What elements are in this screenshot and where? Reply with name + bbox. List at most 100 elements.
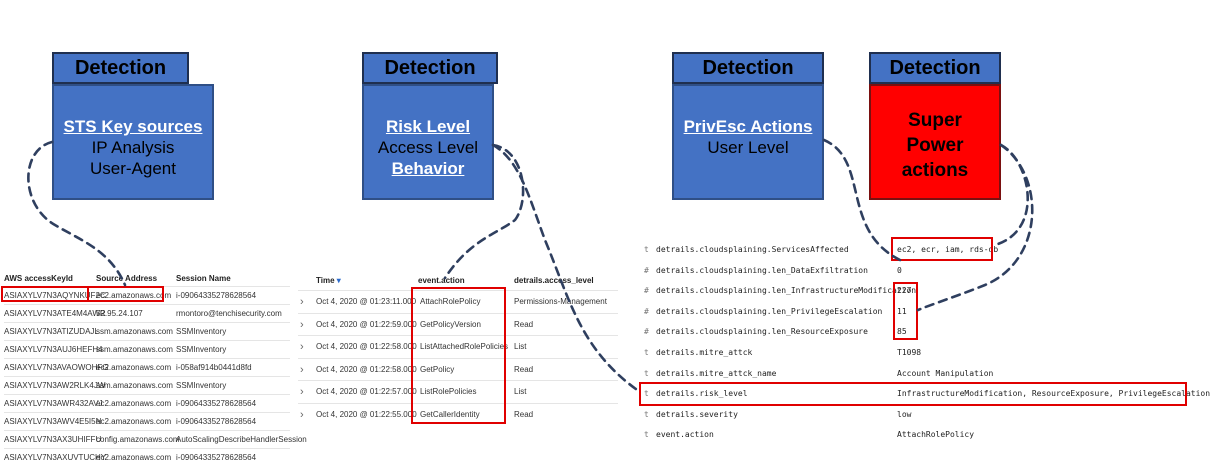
event-action-cell: GetPolicy <box>420 364 455 374</box>
access-key-table: AWS accessKeyId Source Address Session N… <box>0 270 307 462</box>
time-cell: Oct 4, 2020 @ 01:22:55.000 <box>316 409 417 419</box>
expand-chevron-icon[interactable]: › <box>300 386 304 398</box>
super-power-actions-card: Super Power actions <box>869 84 1001 200</box>
expand-chevron-icon[interactable]: › <box>300 341 304 353</box>
detail-row[interactable]: #detrails.cloudsplaining.len_DataExfiltr… <box>640 261 1195 281</box>
privesc-actions-card: PrivEsc Actions User Level <box>672 84 824 200</box>
sts-key-sources-link[interactable]: STS Key sources <box>63 117 203 136</box>
time-cell: Oct 4, 2020 @ 01:22:57.000 <box>316 387 417 396</box>
detail-field-name: detrails.mitre_attck <box>656 348 753 357</box>
header-access-level[interactable]: detrails.access_level <box>514 276 594 285</box>
session-name-cell: SSMInventory <box>176 381 227 390</box>
field-type-icon: # <box>644 327 649 337</box>
access-key-cell: ASIAXYLV7N3AX3UHIFFU <box>4 435 102 444</box>
source-address-cell: config.amazonaws.com <box>96 435 180 444</box>
field-type-icon: t <box>644 245 649 254</box>
session-name-cell: i-09064335278628564 <box>176 417 257 426</box>
detail-field-name: detrails.cloudsplaining.ServicesAffected <box>656 245 849 254</box>
services-affected-highlight <box>891 237 993 261</box>
detection-header-2: Detection <box>362 52 498 84</box>
sts-key-sources-card: STS Key sources IP Analysis User-Agent <box>52 84 214 200</box>
access-key-cell: ASIAXYLV7N3AXUVTUCHY <box>4 453 107 462</box>
access-key-cell: ASIAXYLV7N3AQYNKUF2C <box>4 291 106 300</box>
field-type-icon: t <box>644 430 649 440</box>
field-type-icon: # <box>644 286 649 296</box>
source-address-cell: 52.95.24.107 <box>96 309 143 318</box>
expand-chevron-icon[interactable]: › <box>300 363 304 376</box>
detail-row[interactable]: #detrails.cloudsplaining.len_Infrastruct… <box>640 281 1195 301</box>
detail-field-value: low <box>897 409 912 419</box>
field-type-icon: t <box>644 389 649 399</box>
event-action-cell: GetCallerIdentity <box>420 409 480 419</box>
field-type-icon: # <box>644 306 649 316</box>
expand-chevron-icon[interactable]: › <box>300 408 304 421</box>
privesc-actions-link[interactable]: PrivEsc Actions <box>683 117 813 136</box>
sort-down-icon[interactable]: ▾ <box>336 276 341 285</box>
risk-level-link[interactable]: Risk Level <box>385 117 471 136</box>
detail-row[interactable]: # detrails.cloudsplaining.len_ResourceExp… <box>640 322 1195 342</box>
access-level-label: Access Level <box>377 138 479 157</box>
header-session-name[interactable]: Session Name <box>176 274 231 283</box>
source-address-cell: ec2.amazonaws.com <box>96 291 172 300</box>
expand-chevron-icon[interactable]: › <box>300 296 304 308</box>
super-label: Super <box>908 110 962 131</box>
time-cell: Oct 4, 2020 @ 01:22:58.000 <box>316 364 417 374</box>
session-name-cell: i-09064335278628564 <box>176 399 257 408</box>
time-cell: Oct 4, 2020 @ 01:22:59.000 <box>316 319 417 329</box>
detail-field-value: 85 <box>897 327 907 337</box>
detail-field-value: 227 <box>897 286 912 296</box>
field-type-icon: # <box>644 265 649 275</box>
detail-field-value: 0 <box>897 265 902 275</box>
access-key-cell: ASIAXYLV7N3ATIZUDAJL <box>4 327 99 336</box>
detail-field-value: 11 <box>897 306 907 316</box>
field-type-icon: t <box>644 348 649 357</box>
event-action-cell: ListRolePolicies <box>420 387 477 396</box>
detail-field-name: detrails.severity <box>656 409 738 419</box>
event-action-cell: AttachRolePolicy <box>420 297 481 306</box>
source-address-cell: ssm.amazonaws.com <box>96 345 173 354</box>
event-table: Time ▾ event.action detrails.access_leve… <box>298 272 620 432</box>
time-cell: Oct 4, 2020 @ 01:23:11.000 <box>316 297 417 306</box>
details-panel: t detrails.cloudsplaining.ServicesAffecte… <box>640 240 1210 450</box>
event-action-highlight <box>411 287 506 424</box>
access-key-cell: ASIAXYLV7N3AW2RLK4JW <box>4 381 106 390</box>
access-level-cell: Read <box>514 409 534 419</box>
detail-field-value: InfrastructureModification, ResourceExpo… <box>897 389 1210 399</box>
detail-field-name: detrails.cloudsplaining.len_ResourceExpo… <box>656 327 868 337</box>
source-address-cell: ssm.amazonaws.com <box>96 381 173 390</box>
source-address-cell: ec2.amazonaws.com <box>96 399 172 408</box>
source-address-cell: ec2.amazonaws.com <box>96 417 172 426</box>
access-key-cell: ASIAXYLV7N3AWR432AVJ <box>4 399 103 408</box>
detail-field-value: AttachRolePolicy <box>897 430 975 440</box>
session-name-cell: AutoScalingDescribeHandlerSession <box>176 435 307 444</box>
behavior-link[interactable]: Behavior <box>391 159 465 178</box>
header-time[interactable]: Time ▾ <box>316 276 341 285</box>
len-values-highlight <box>893 282 918 340</box>
field-type-icon: t <box>644 368 649 378</box>
access-level-cell: List <box>514 387 527 396</box>
detail-row[interactable]: t event.action AttachRolePolicy <box>640 425 1195 445</box>
detail-field-name: detrails.cloudsplaining.len_PrivilegeEsc… <box>656 306 883 316</box>
header-source-address[interactable]: Source Address <box>96 274 158 283</box>
expand-chevron-icon[interactable]: › <box>300 318 304 331</box>
detail-field-name: event.action <box>656 430 714 440</box>
header-event-action[interactable]: event.action <box>418 276 465 285</box>
access-level-cell: Permissions-Management <box>514 297 607 306</box>
access-key-cell: ASIAXYLV7N3AVAOWOHFG <box>4 363 109 372</box>
session-name-cell: i-09064335278628564 <box>176 453 257 462</box>
detail-row[interactable]: # detrails.cloudsplaining.len_PrivilegeEs… <box>640 302 1195 322</box>
